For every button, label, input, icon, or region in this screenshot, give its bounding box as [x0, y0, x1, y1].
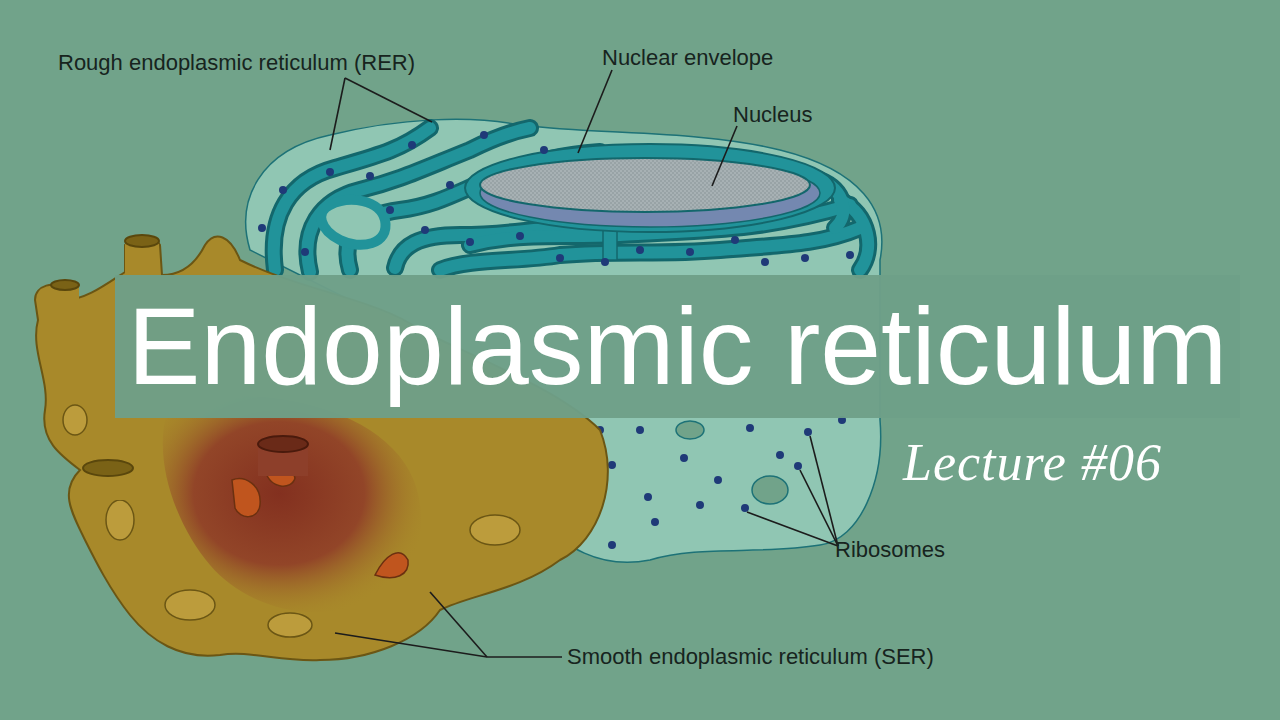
leader-line — [810, 436, 838, 546]
title-box: Endoplasmic reticulum — [115, 275, 1240, 418]
ser-fenestra — [232, 479, 260, 517]
leader-line — [345, 78, 432, 122]
ser-tube-opening — [258, 436, 308, 452]
perinuclear-space — [480, 159, 820, 227]
leader-line — [487, 656, 562, 658]
rer-loop — [321, 200, 385, 245]
leader-line — [578, 70, 612, 153]
ser-tube-opening — [83, 460, 133, 476]
part-label: Ribosomes — [835, 537, 945, 563]
title-band — [115, 275, 1240, 418]
lecture-number: Lecture #06 — [903, 435, 1162, 491]
nuclear-envelope — [465, 144, 835, 232]
leader-line — [430, 592, 487, 657]
leader-line — [335, 633, 487, 657]
part-label: Nuclear envelope — [602, 45, 773, 71]
rer-fenestra — [752, 476, 788, 504]
leader-line — [330, 78, 345, 150]
part-label: Rough endoplasmic reticulum (RER) — [58, 50, 415, 76]
ser-fenestra — [165, 590, 215, 620]
part-label: Smooth endoplasmic reticulum (SER) — [567, 644, 934, 670]
rer-cisternae-outline — [274, 128, 868, 272]
ser-fenestra — [63, 405, 87, 435]
rer-fenestra — [676, 421, 704, 439]
ser-shadow — [163, 396, 421, 612]
rer-cisternae — [274, 128, 868, 272]
nucleus — [480, 158, 810, 212]
ser-fenestra — [268, 613, 312, 637]
ser-fenestra — [106, 500, 134, 540]
slide-title: Endoplasmic reticulum — [128, 292, 1228, 401]
ser-fenestra — [375, 553, 408, 578]
leader-line — [747, 512, 838, 546]
ser-tube-opening — [125, 235, 159, 247]
part-label: Nucleus — [733, 102, 812, 128]
leader-line — [712, 126, 737, 186]
ser-fenestra — [470, 515, 520, 545]
ser-tube-opening — [51, 280, 79, 290]
